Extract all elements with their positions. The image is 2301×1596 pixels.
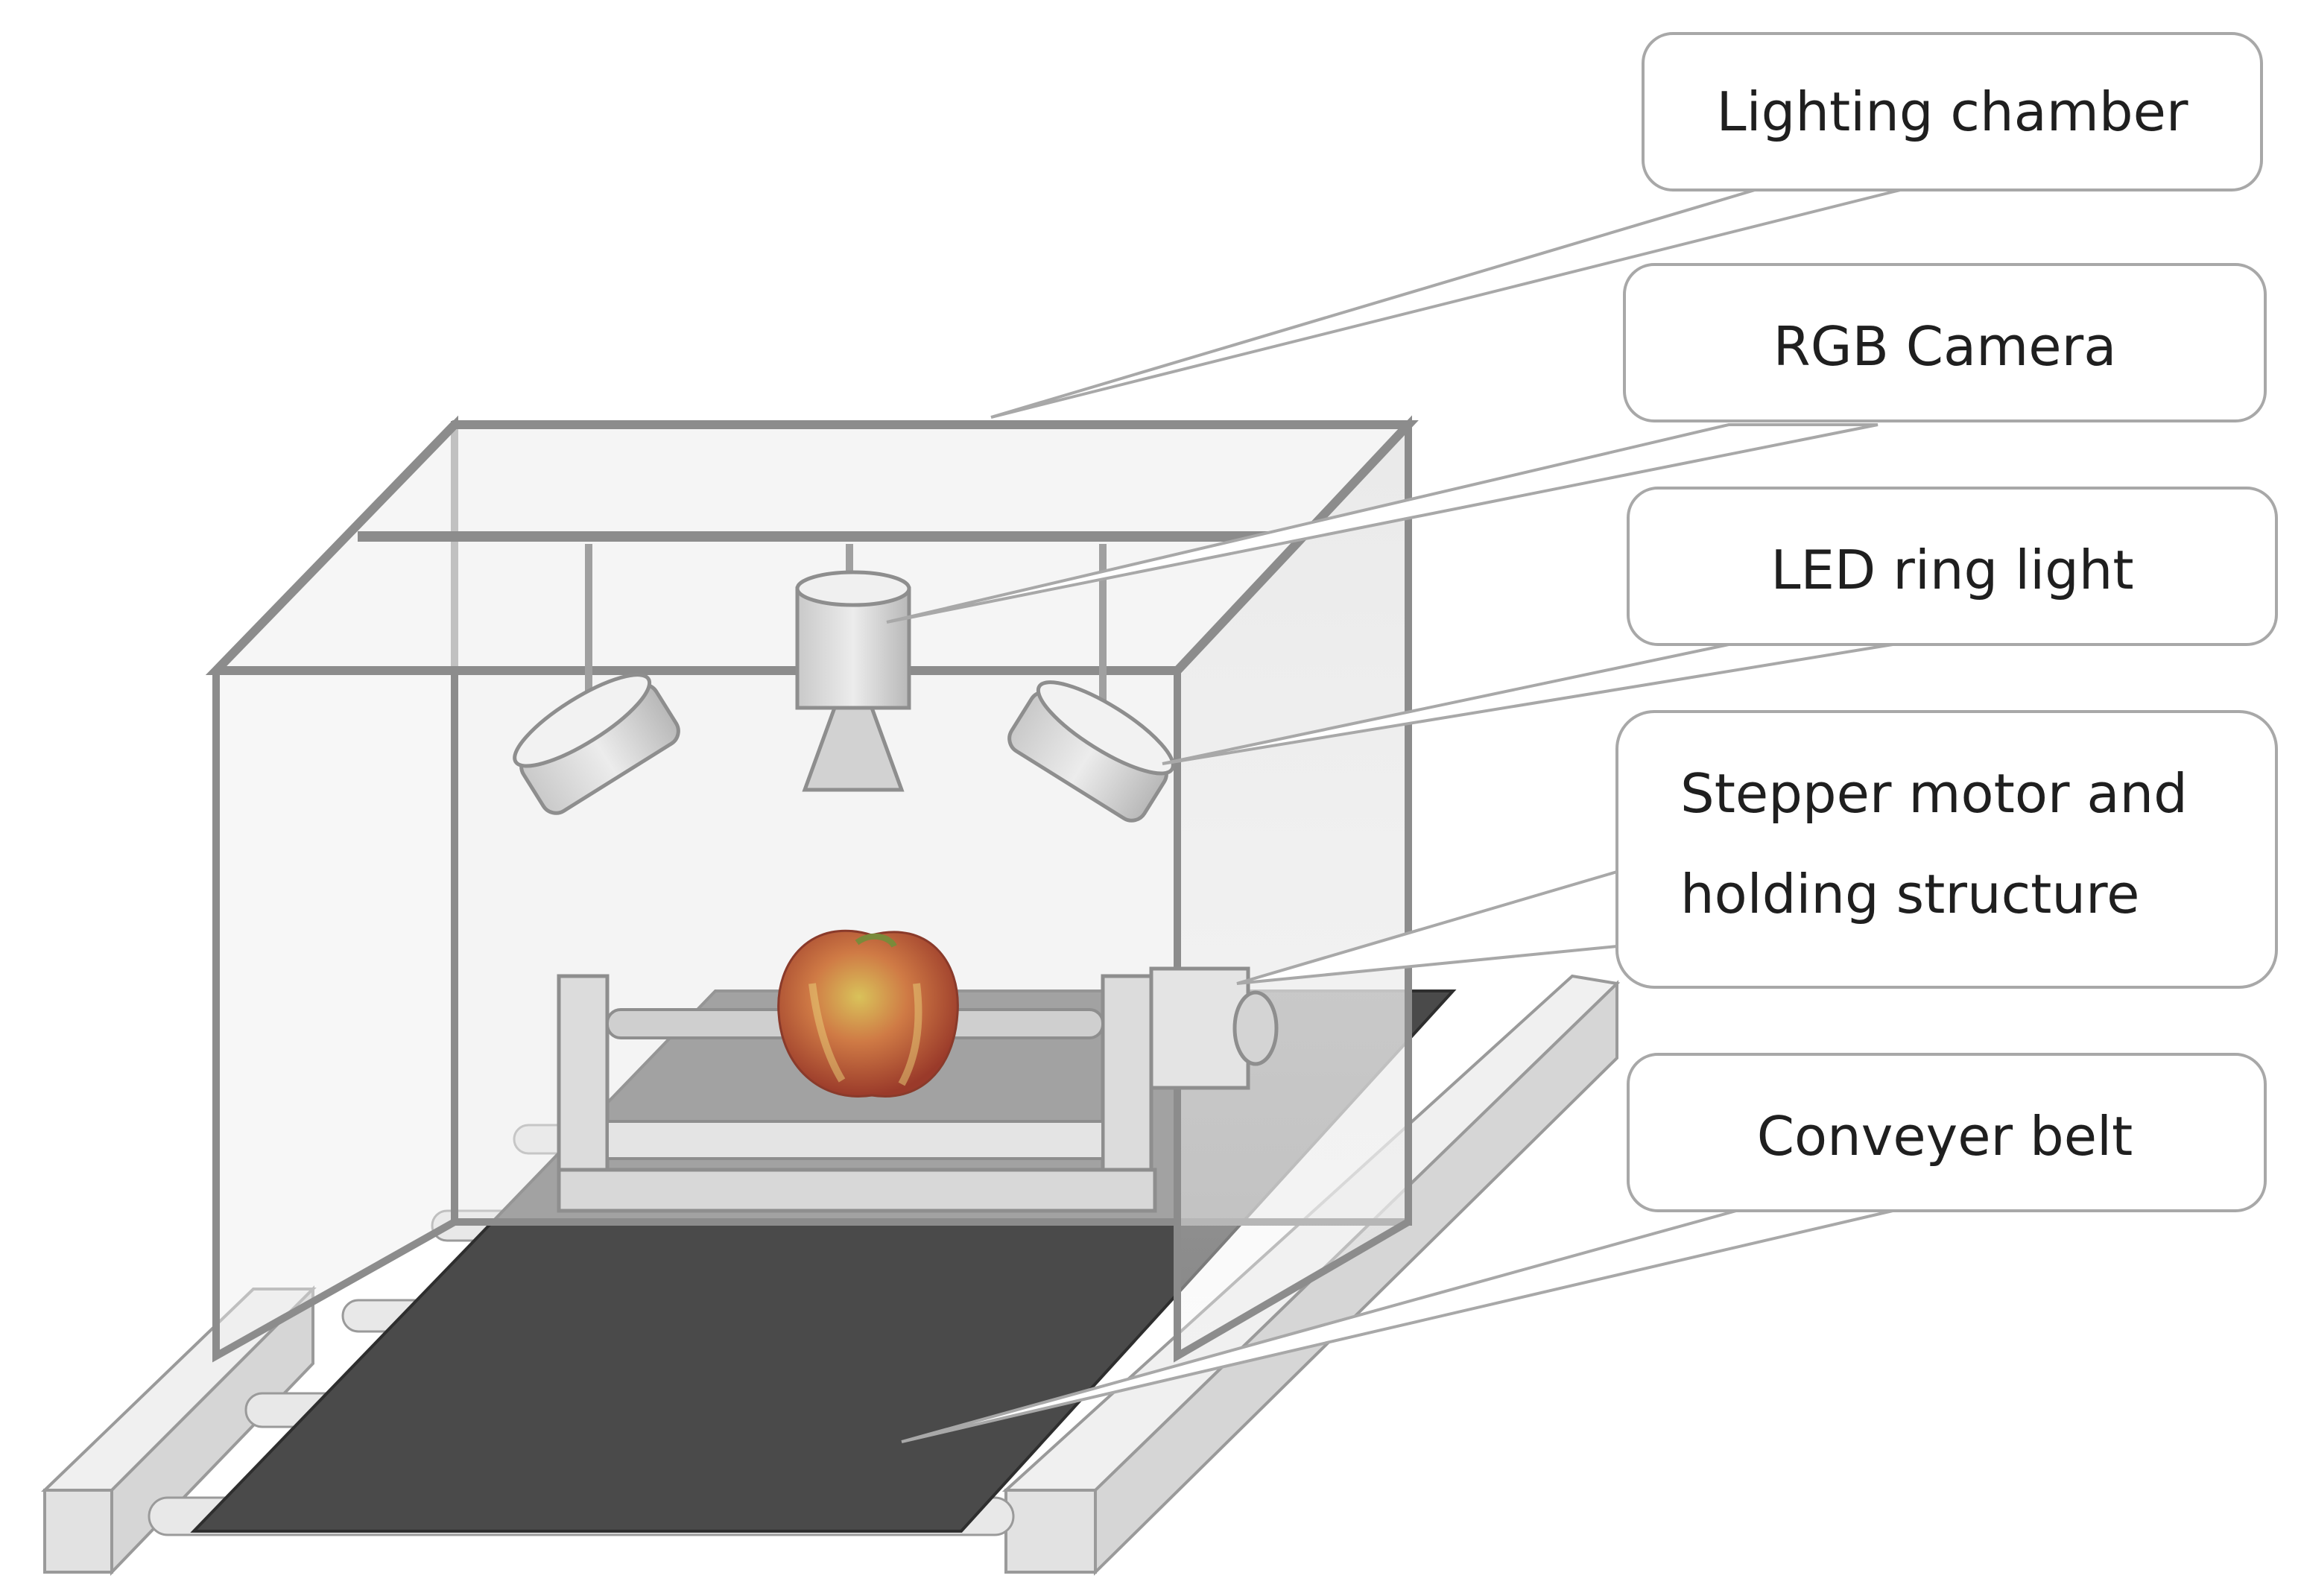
holding-structure	[557, 929, 1279, 1213]
callout-box-stepper-motor	[1615, 710, 2278, 989]
holder-post-right	[1101, 974, 1153, 1172]
holder-base	[557, 1168, 1157, 1213]
label-lighting-chamber: Lighting chamber	[1717, 80, 2188, 143]
lighting-chamber	[205, 415, 1419, 1363]
right-rail-front	[1004, 1489, 1097, 1574]
led-ring-light-right	[1007, 680, 1175, 823]
right-rail-side	[1094, 980, 1618, 1576]
left-rail-front	[43, 1489, 113, 1574]
led-ring-light-left	[513, 673, 680, 815]
label-stepper-motor-line2: holding structure	[1680, 863, 2139, 925]
label-led-ring-light: LED ring light	[1770, 539, 2133, 601]
label-conveyer-belt: Conveyer belt	[1757, 1105, 2133, 1168]
callout-pointer-rgb-camera	[886, 423, 1879, 624]
camera-lens	[802, 706, 905, 792]
apple	[777, 929, 959, 1098]
overhead-devices	[513, 544, 1175, 823]
callouts: Lighting chamber RGB Camera LED ring lig…	[886, 32, 2278, 1443]
label-rgb-camera: RGB Camera	[1773, 315, 2117, 378]
callout-box-lighting-chamber	[1642, 32, 2263, 191]
callout-box-led-ring-light	[1627, 487, 2278, 646]
holder-post-left	[557, 974, 610, 1172]
stepper-motor	[1149, 966, 1279, 1090]
label-stepper-motor-line1: Stepper motor and	[1680, 762, 2188, 825]
callout-box-rgb-camera	[1623, 263, 2267, 422]
callout-box-conveyer-belt	[1627, 1053, 2267, 1212]
rgb-camera	[795, 570, 911, 792]
holder-rail-low	[606, 1120, 1104, 1160]
